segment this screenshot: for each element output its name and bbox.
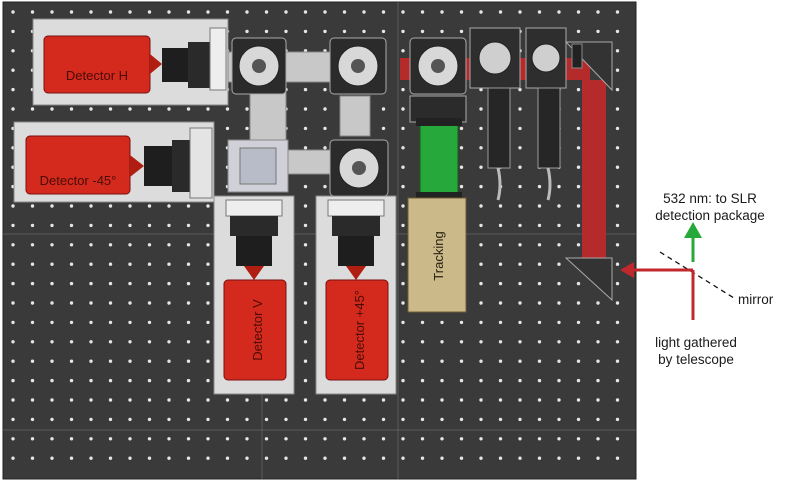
output-label: 532 nm: to SLR detection package <box>644 190 776 224</box>
mount-1 <box>231 37 287 95</box>
mirror-label: mirror <box>738 292 774 307</box>
output-green-arrowhead <box>684 222 702 238</box>
fold-mirrors <box>564 41 613 302</box>
output-label-line1: 532 nm: to SLR <box>663 191 757 206</box>
kinematic-mounts <box>227 37 467 197</box>
output-label-line2: detection package <box>655 208 765 223</box>
beam-right-vertical <box>582 80 606 270</box>
input-label-line1: light gathered <box>655 335 737 350</box>
label-detector-minus45: Detector -45° <box>40 173 117 188</box>
detector-h-assembly <box>32 18 229 106</box>
label-detector-h: Detector H <box>66 68 128 83</box>
detector-minus45-lens <box>144 146 172 186</box>
green-beam-tube <box>419 121 459 197</box>
beam-legend <box>620 222 735 320</box>
mount-3 <box>409 37 467 95</box>
detector-h-body <box>43 35 151 94</box>
label-tracking: Tracking <box>431 231 446 280</box>
tracking-assembly <box>407 95 467 313</box>
detector-v-assembly <box>213 195 295 395</box>
mount-2 <box>329 37 387 95</box>
periscope-mounts <box>469 27 567 201</box>
input-label-line2: by telescope <box>658 352 734 367</box>
detector-plus45-assembly <box>315 195 397 395</box>
detector-h-lens <box>162 48 188 82</box>
beam-splitter-cube <box>227 139 289 193</box>
input-label: light gathered by telescope <box>636 334 756 368</box>
detector-v-lens <box>236 236 272 266</box>
detector-plus45-lens <box>338 236 374 266</box>
detector-v-body <box>223 279 287 381</box>
label-detector-v: Detector V <box>250 299 265 361</box>
detector-plus45-body <box>325 279 389 381</box>
bottom-fold-mirror <box>564 257 613 302</box>
mirror-dashed-line <box>659 251 735 299</box>
input-beam-arrowhead <box>620 262 634 278</box>
mount-4 <box>329 139 389 197</box>
detector-minus45-assembly <box>13 121 215 203</box>
label-detector-plus45: Detector +45° <box>352 290 367 370</box>
tracking-box <box>407 197 467 313</box>
